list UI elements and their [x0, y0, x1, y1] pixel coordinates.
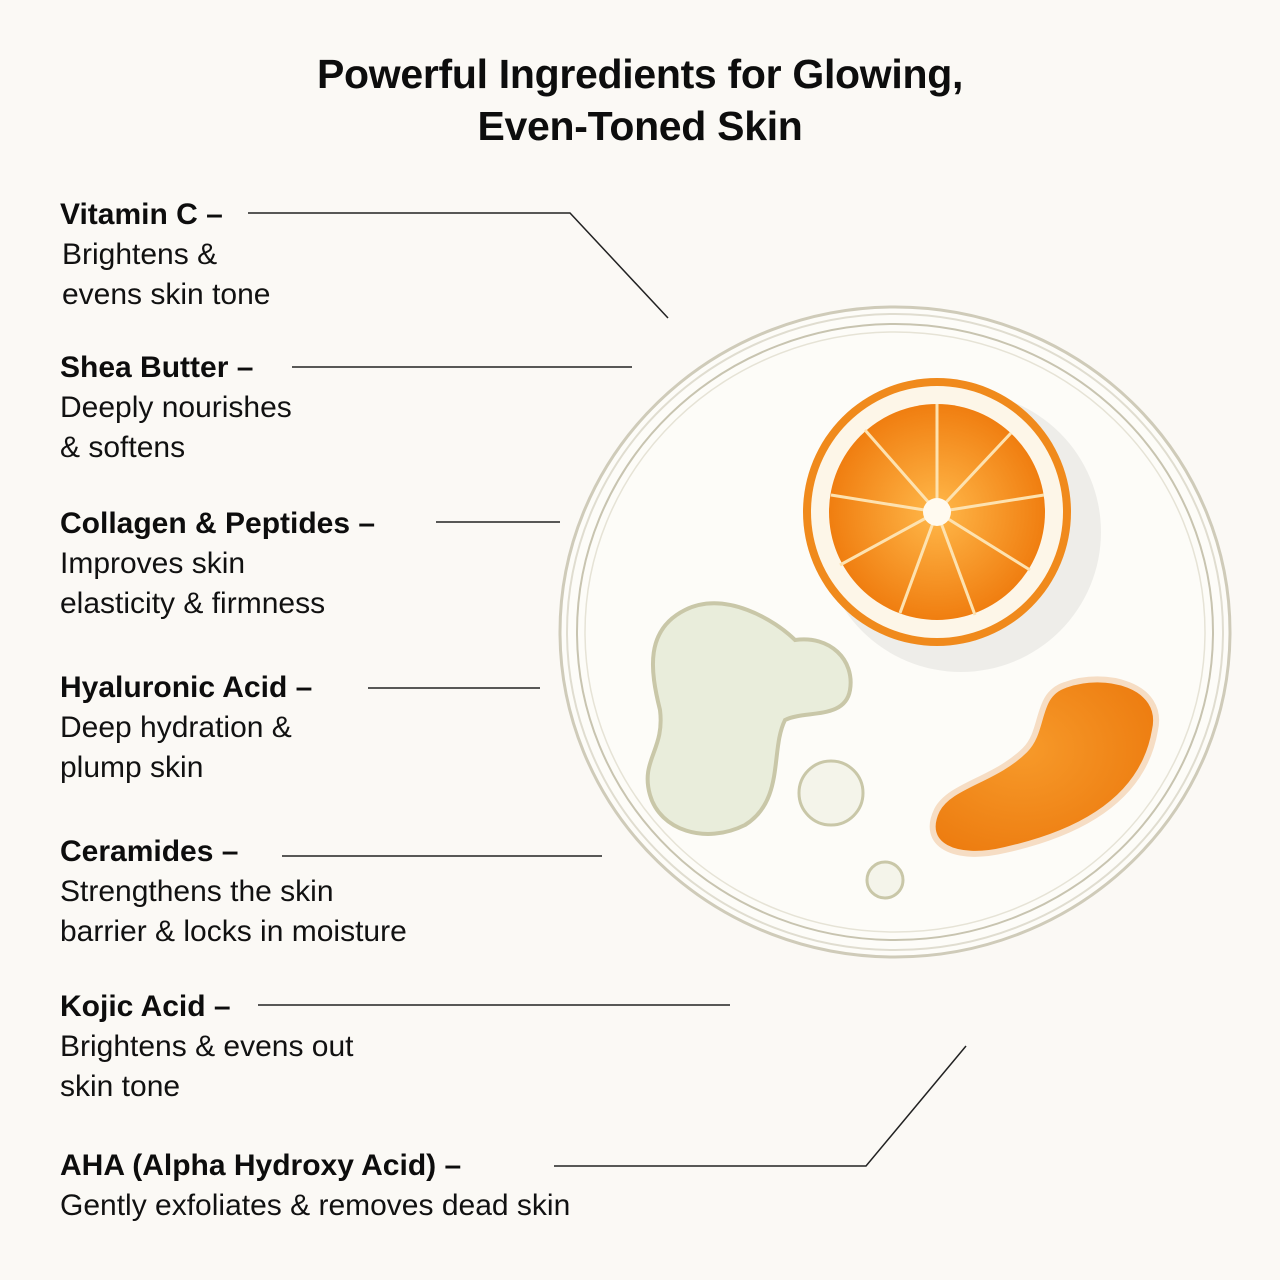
title-line-2: Even-Toned Skin: [477, 103, 803, 149]
ingredient-description: Improves skin elasticity & firmness: [60, 547, 326, 620]
ingredient-vitamin-c: Vitamin C – Brightens & evens skin tone: [60, 195, 270, 315]
ingredient-description: Brightens & evens skin tone: [62, 238, 271, 311]
page-title: Powerful Ingredients for Glowing, Even-T…: [0, 48, 1280, 152]
ingredient-name: Ceramides –: [60, 835, 239, 868]
ingredient-shea-butter: Shea Butter – Deeply nourishes & softens: [60, 348, 292, 468]
ingredient-description: Gently exfoliates & removes dead skin: [60, 1189, 571, 1222]
ingredient-name: Kojic Acid –: [60, 990, 231, 1023]
ingredient-ceramides: Ceramides – Strengthens the skin barrier…: [60, 832, 407, 952]
ingredient-description: Deeply nourishes & softens: [60, 391, 292, 464]
title-line-1: Powerful Ingredients for Glowing,: [316, 51, 964, 97]
orange-slice: [803, 378, 1101, 672]
ingredient-hyaluronic-acid: Hyaluronic Acid – Deep hydration & plump…: [60, 668, 312, 788]
ingredient-description: Brightens & evens out skin tone: [60, 1030, 354, 1103]
serum-puddle: [645, 601, 905, 900]
ingredient-kojic-acid: Kojic Acid – Brightens & evens out skin …: [60, 987, 354, 1107]
ingredient-aha: AHA (Alpha Hydroxy Acid) – Gently exfoli…: [60, 1146, 642, 1226]
orange-gel-swatch: [929, 676, 1160, 857]
ingredient-name: Shea Butter –: [60, 351, 254, 384]
ingredient-name: AHA (Alpha Hydroxy Acid) –: [60, 1149, 462, 1182]
ingredient-name: Hyaluronic Acid –: [60, 671, 313, 704]
ingredient-name: Collagen & Peptides –: [60, 507, 376, 540]
ingredient-description: Strengthens the skin barrier & locks in …: [60, 875, 407, 948]
ingredient-collagen-peptides: Collagen & Peptides – Improves skin elas…: [60, 504, 375, 624]
petri-dish-illustration: [558, 305, 1232, 959]
ingredient-name: Vitamin C –: [60, 198, 223, 231]
ingredient-description: Deep hydration & plump skin: [60, 711, 292, 784]
